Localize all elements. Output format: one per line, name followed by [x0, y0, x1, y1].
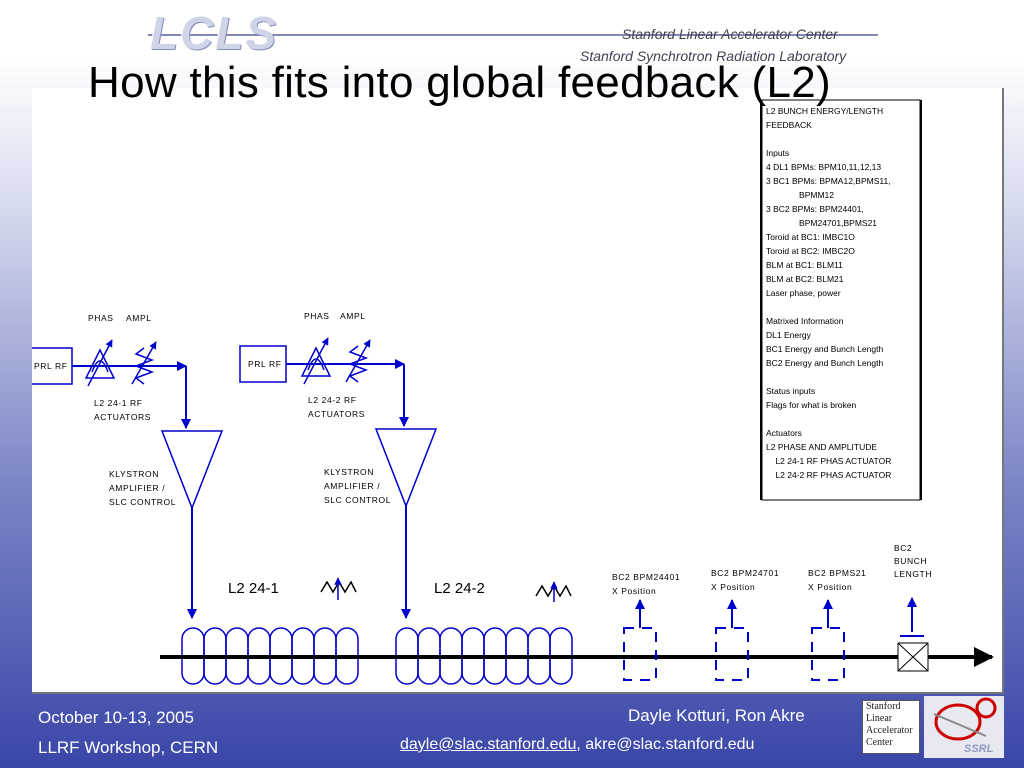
bunch-monitor-icon	[897, 642, 929, 672]
feedback-line: Flags for what is broken	[766, 400, 857, 410]
header-rule	[148, 34, 878, 36]
email-separator: ,	[576, 736, 586, 753]
bpm-24701-label-a: BC2 BPM24701	[711, 568, 779, 578]
actuators-label-2b: ACTUATORS	[308, 409, 365, 419]
klystron-label-1a: KLYSTRON	[109, 469, 159, 479]
feedback-line: Actuators	[766, 428, 802, 438]
bunch-label-c: LENGTH	[894, 569, 932, 579]
footer-emails: dayle@slac.stanford.edu, akre@slac.stanf…	[400, 736, 754, 754]
bpm-icon	[715, 627, 749, 681]
feedback-info-box: L2 BUNCH ENERGY/LENGTH FEEDBACK Inputs 4 DL…	[760, 99, 922, 501]
feedback-line: L2 BUNCH ENERGY/LENGTH	[766, 106, 883, 116]
page-title: How this fits into global feedback (L2)	[88, 58, 831, 107]
feedback-line: BLM at BC2: BLM21	[766, 274, 844, 284]
ssrl-logo: SSRL	[924, 696, 1004, 758]
phase-shifter-icon	[300, 337, 332, 385]
feedback-line: BPMM12	[766, 190, 834, 200]
phas-label-2: PHAS	[304, 311, 330, 321]
feedback-line: Matrixed Information	[766, 316, 844, 326]
prl-rf-label-1: PRL RF	[34, 361, 68, 371]
feedback-line: L2 PHASE AND AMPLITUDE	[766, 442, 877, 452]
feedback-line: L2 24-1 RF PHAS ACTUATOR	[766, 456, 891, 466]
klystron-label-1c: SLC CONTROL	[109, 497, 176, 507]
feedback-line: BC2 Energy and Bunch Length	[766, 358, 883, 368]
actuators-label-1b: ACTUATORS	[94, 412, 151, 422]
attenuator-icon	[131, 341, 157, 385]
klystron-label-2c: SLC CONTROL	[324, 495, 391, 505]
section-label-1: L2 24-1	[228, 580, 279, 597]
bpm-s21-label-b: X Position	[808, 582, 852, 592]
feedback-line: 3 BC2 BPMs: BPM24401,	[766, 204, 864, 214]
feedback-line: Inputs	[766, 148, 789, 158]
feedback-line: 3 BC1 BPMs: BPMA12,BPMS11,	[766, 176, 891, 186]
attenuator-icon	[345, 339, 371, 383]
slac-logo-line: Stanford	[866, 701, 901, 712]
feedback-line: Toroid at BC2: IMBC2O	[766, 246, 855, 256]
klystron-label-2a: KLYSTRON	[324, 467, 374, 477]
footer-workshop: LLRF Workshop, CERN	[38, 738, 219, 757]
feedback-box	[761, 99, 921, 501]
prl-rf-label-2: PRL RF	[248, 359, 282, 369]
feedback-line: DL1 Energy	[766, 330, 812, 340]
feedback-line: 4 DL1 BPMs: BPM10,11,12,13	[766, 162, 881, 172]
bpm-s21-label-a: BC2 BPMS21	[808, 568, 866, 578]
section-label-2: L2 24-2	[434, 580, 485, 597]
lcls-logo: LCLS	[150, 7, 279, 59]
feedback-line: BPM24701,BPMS21	[766, 218, 877, 228]
bunch-length-monitor: BC2 BUNCH LENGTH	[894, 543, 932, 672]
bpm-24701-label-b: X Position	[711, 582, 755, 592]
klystron-amplifier-1	[160, 430, 224, 511]
footer-authors: Dayle Kotturi, Ron Akre	[628, 706, 805, 725]
diagram-panel: PRL RF PHAS AMPL L2 24-1 RF ACTUATORS KL…	[32, 88, 1004, 694]
phase-shifter-icon	[84, 339, 116, 387]
station-2: PRL RF PHAS AMPL L2 24-2 RF ACTUATORS KL…	[239, 311, 573, 685]
ampl-label-2: AMPL	[340, 311, 366, 321]
bpm-24401-label-a: BC2 BPM24401	[612, 572, 680, 582]
bpm-icon	[811, 627, 845, 681]
actuators-label-2a: L2 24-2 RF	[308, 395, 357, 405]
bpm-24701: BC2 BPM24701 X Position	[711, 568, 779, 681]
bunch-label-a: BC2	[894, 543, 912, 553]
feedback-line: L2 24-2 RF PHAS ACTUATOR	[766, 470, 891, 480]
ssrl-logo-text: SSRL	[964, 743, 994, 755]
wakefield-icon	[320, 577, 357, 600]
feedback-diagram: PRL RF PHAS AMPL L2 24-1 RF ACTUATORS KL…	[32, 99, 994, 685]
bunch-label-b: BUNCH	[894, 556, 927, 566]
feedback-line: BLM at BC1: BLM11	[766, 260, 843, 270]
bpm-s21: BC2 BPMS21 X Position	[808, 568, 866, 681]
slac-logo-line: Linear	[866, 713, 893, 724]
slac-logo-line: Accelerator	[866, 725, 913, 736]
wakefield-icon	[535, 581, 572, 602]
feedback-line: Status inputs	[766, 386, 815, 396]
phas-label-1: PHAS	[88, 313, 114, 323]
slac-name: Stanford Linear Accelerator Center	[622, 26, 838, 42]
email-link-dayle[interactable]: dayle@slac.stanford.edu	[400, 736, 577, 753]
feedback-line: Laser phase, power	[766, 288, 841, 298]
slac-logo: Stanford Linear Accelerator Center	[862, 700, 920, 754]
ssrl-name: Stanford Synchrotron Radiation Laborator…	[580, 48, 847, 64]
klystron-label-1b: AMPLIFIER /	[109, 483, 165, 493]
email-akre: akre@slac.stanford.edu	[585, 736, 755, 753]
bpm-24401-label-b: X Position	[612, 586, 656, 596]
feedback-box-text: L2 BUNCH ENERGY/LENGTH FEEDBACK Inputs 4 DL…	[766, 106, 891, 480]
feedback-line: BC1 Energy and Bunch Length	[766, 344, 883, 354]
slac-logo-line: Center	[866, 737, 893, 748]
actuators-label-1a: L2 24-1 RF	[94, 398, 143, 408]
klystron-label-2b: AMPLIFIER /	[324, 481, 380, 491]
bpm-24401: BC2 BPM24401 X Position	[612, 572, 680, 681]
feedback-line: Toroid at BC1: IMBC1O	[766, 232, 855, 242]
bpm-icon	[623, 627, 657, 681]
feedback-line: FEEDBACK	[766, 120, 812, 130]
klystron-amplifier-2	[374, 428, 438, 509]
footer-date: October 10-13, 2005	[38, 708, 194, 727]
ampl-label-1: AMPL	[126, 313, 152, 323]
